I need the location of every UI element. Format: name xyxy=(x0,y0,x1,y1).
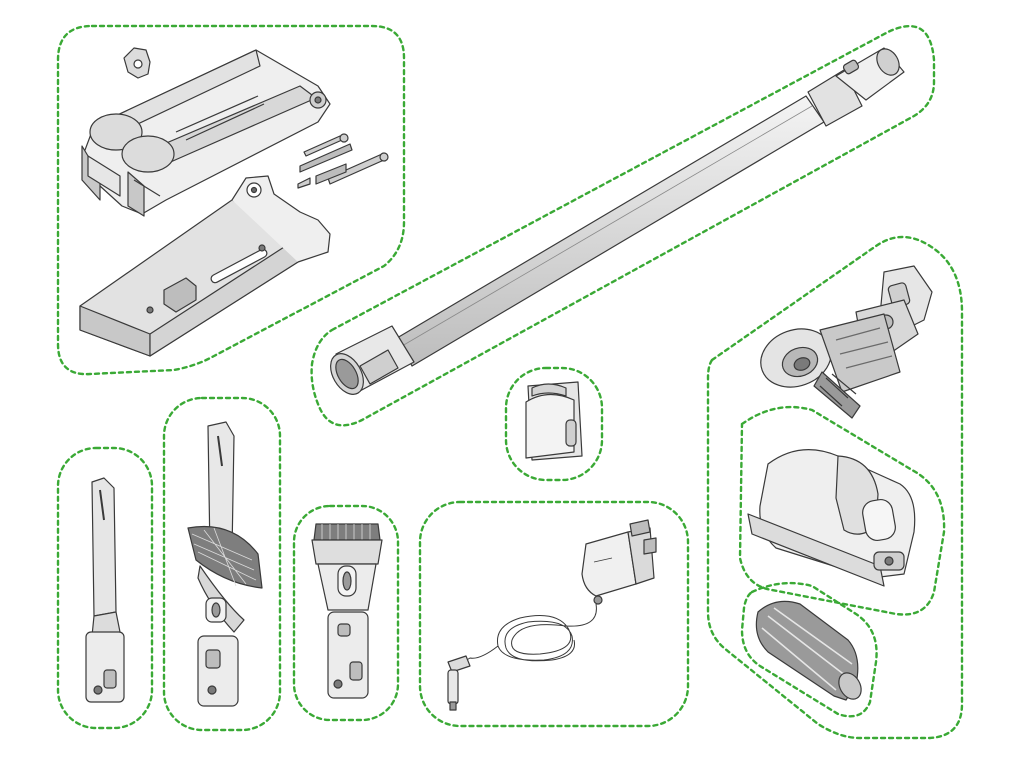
combination-tool-group-outline xyxy=(162,396,282,732)
wand-icon xyxy=(324,45,904,400)
soft-roller-group-outline xyxy=(738,405,946,616)
dock-screws xyxy=(298,134,388,188)
crevice-tool-group-outline xyxy=(56,446,154,730)
cleaner-head-brush-bar xyxy=(814,372,860,418)
wall-dock-icon xyxy=(80,48,388,356)
brush-bar-group-outline xyxy=(740,581,878,718)
cleaner-head-icon xyxy=(753,266,932,418)
crevice-tool-icon xyxy=(86,478,124,702)
cleaner-head-group-outline xyxy=(706,235,964,740)
charger-barrel-plug xyxy=(448,656,470,672)
charger-plug-body xyxy=(582,532,636,596)
clip-icon xyxy=(526,382,582,460)
charger-cable xyxy=(460,604,596,664)
charger-icon xyxy=(448,520,656,710)
crevice-tool-connector xyxy=(86,632,124,702)
charger-pins xyxy=(630,520,656,554)
combination-tool-icon xyxy=(188,422,262,706)
clip-group-outline xyxy=(504,366,604,482)
mini-brush-group-outline xyxy=(292,504,400,722)
combination-tool-connector xyxy=(198,636,238,706)
wand-group-outline xyxy=(310,24,936,427)
crevice-tool-nozzle xyxy=(92,478,116,616)
brush-bar-icon xyxy=(756,601,865,703)
charger-group-outline xyxy=(418,500,690,728)
group-outlines xyxy=(56,24,964,740)
soft-roller-head-icon xyxy=(748,450,915,586)
wall-dock-group-outline xyxy=(56,24,406,376)
mini-brush-icon xyxy=(312,524,382,698)
